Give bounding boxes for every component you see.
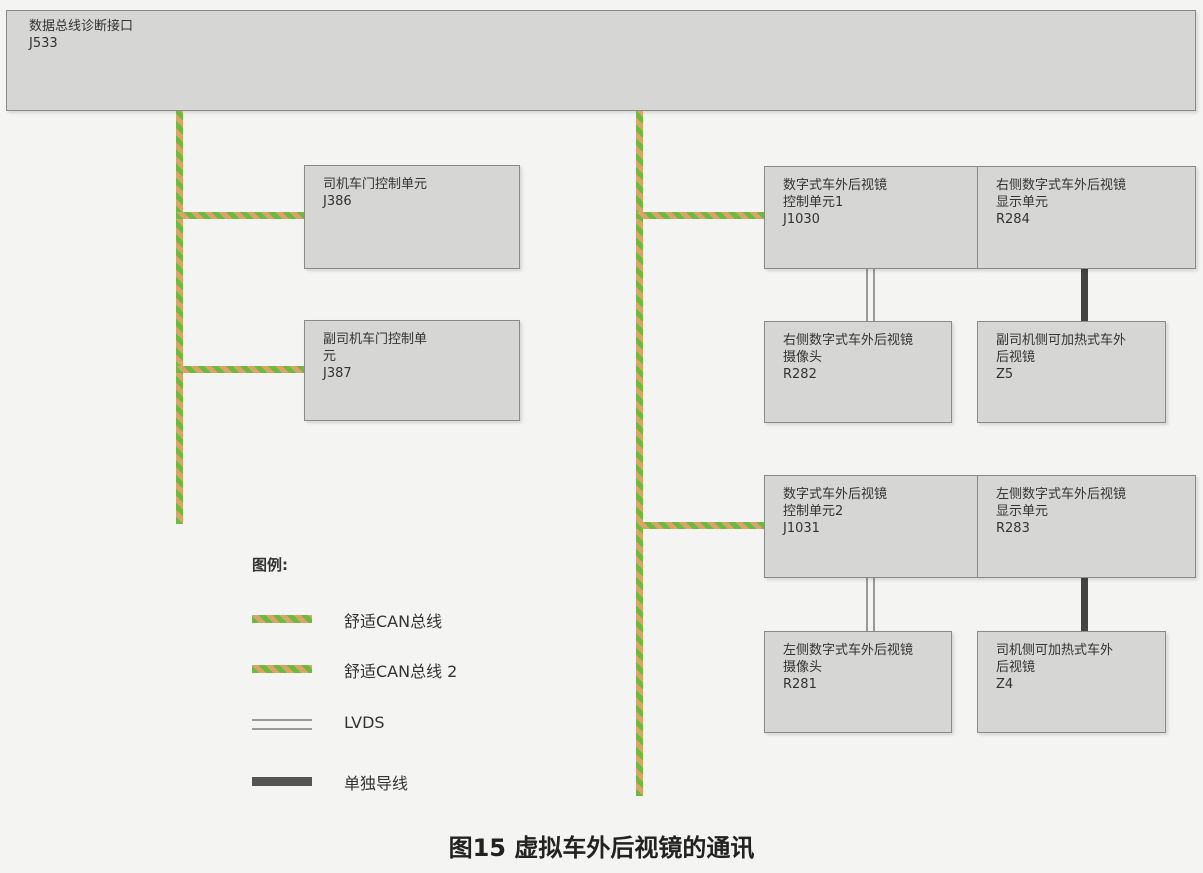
unit-j1031: 数字式车外后视镜 控制单元2 J1031 (764, 475, 978, 578)
wire-swatch-icon (252, 777, 312, 786)
gateway-box: 数据总线诊断接口 J533 (6, 10, 1196, 111)
unit-name: 左侧数字式车外后视镜 摄像头 (783, 643, 914, 675)
legend-item-can1: 舒适CAN总线 (252, 606, 552, 631)
unit-code: R281 (783, 677, 817, 692)
gateway-name: 数据总线诊断接口 (29, 19, 134, 34)
wire-r283-z4 (1081, 577, 1088, 632)
unit-code: R283 (996, 521, 1030, 536)
can-bus-2-branch-j1030 (636, 212, 765, 219)
unit-r283: 左侧数字式车外后视镜 显示单元 R283 (977, 475, 1196, 578)
unit-name: 左侧数字式车外后视镜 显示单元 (996, 487, 1127, 519)
unit-z5: 副司机侧可加热式车外 后视镜 Z5 (977, 321, 1166, 423)
unit-code: R284 (996, 212, 1030, 227)
unit-j1030: 数字式车外后视镜 控制单元1 J1030 (764, 166, 978, 269)
unit-name: 副司机侧可加热式车外 后视镜 (996, 333, 1127, 365)
can-bus-2-branch-j1031 (636, 522, 765, 529)
unit-code: J1030 (783, 212, 820, 227)
gateway-code: J533 (29, 36, 58, 51)
unit-code: Z5 (996, 367, 1014, 382)
figure-caption: 图15 虚拟车外后视镜的通讯 (448, 834, 755, 862)
unit-r281: 左侧数字式车外后视镜 摄像头 R281 (764, 631, 952, 733)
wire-r284-z5 (1081, 269, 1088, 322)
lvds-link-j1031-r281 (866, 577, 875, 632)
lvds-swatch-icon (252, 719, 312, 730)
unit-name: 右侧数字式车外后视镜 显示单元 (996, 178, 1127, 210)
legend-label: 舒适CAN总线 (344, 612, 443, 631)
unit-r282: 右侧数字式车外后视镜 摄像头 R282 (764, 321, 952, 423)
can-bus-1-branch-j387 (176, 366, 305, 373)
unit-j386: 司机车门控制单元 J386 (304, 165, 520, 269)
can-bus-2-trunk (636, 111, 643, 796)
can-bus-1-trunk (176, 111, 183, 524)
unit-name: 数字式车外后视镜 控制单元2 (783, 487, 888, 519)
unit-name: 副司机车门控制单 元 (323, 332, 428, 364)
legend-item-wire: 单独导线 (252, 768, 552, 793)
legend-label: 舒适CAN总线 2 (344, 662, 458, 681)
lvds-link-j1030-r282 (866, 269, 875, 322)
unit-r284: 右侧数字式车外后视镜 显示单元 R284 (977, 166, 1196, 269)
can-bus-1-branch-j386 (176, 212, 305, 219)
unit-name: 数字式车外后视镜 控制单元1 (783, 178, 888, 210)
unit-name: 右侧数字式车外后视镜 摄像头 (783, 333, 914, 365)
legend-title: 图例: (252, 556, 288, 574)
legend-label: LVDS (344, 713, 385, 732)
unit-code: J387 (323, 366, 352, 381)
unit-z4: 司机侧可加热式车外 后视镜 Z4 (977, 631, 1166, 733)
can-bus-2-swatch-icon (252, 665, 312, 673)
legend-item-can2: 舒适CAN总线 2 (252, 656, 552, 681)
unit-code: Z4 (996, 677, 1014, 692)
unit-name: 司机车门控制单元 (323, 177, 428, 192)
legend-item-lvds: LVDS (252, 711, 552, 735)
legend-label: 单独导线 (344, 774, 409, 793)
unit-code: R282 (783, 367, 817, 382)
can-bus-swatch-icon (252, 615, 312, 623)
unit-code: J1031 (783, 521, 820, 536)
unit-name: 司机侧可加热式车外 后视镜 (996, 643, 1114, 675)
unit-j387: 副司机车门控制单 元 J387 (304, 320, 520, 421)
unit-code: J386 (323, 194, 352, 209)
